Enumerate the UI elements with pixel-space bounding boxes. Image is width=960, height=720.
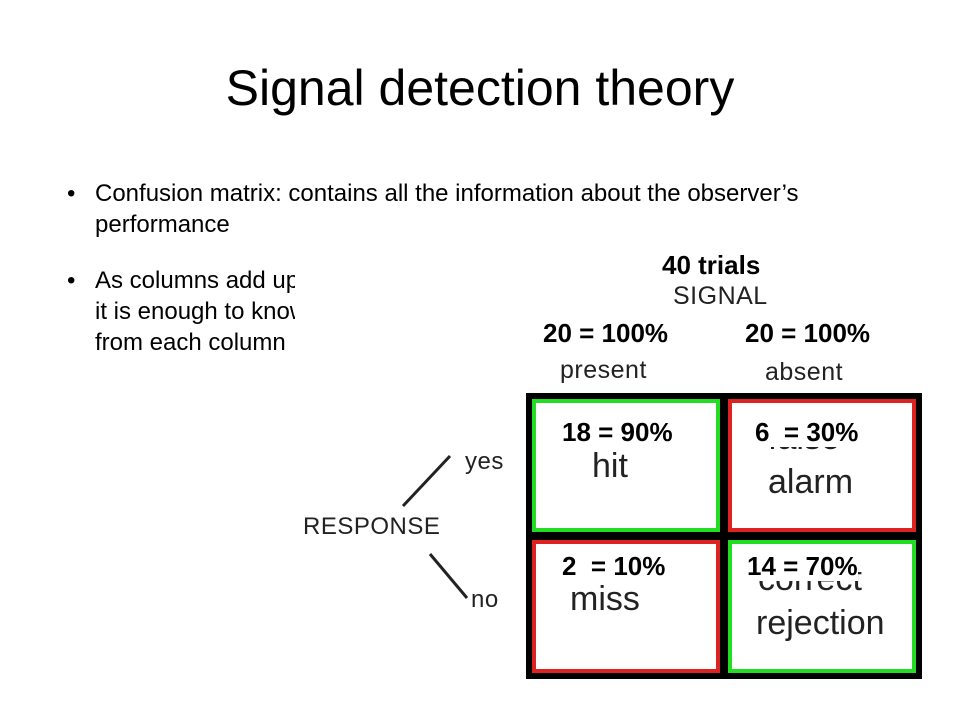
absent-label: absent xyxy=(765,358,844,386)
signal-label: SIGNAL xyxy=(673,282,768,310)
false-alarm-value-label: 6 = 30% xyxy=(755,417,859,447)
yes-label: yes xyxy=(465,448,504,475)
miss-cell-border xyxy=(532,540,720,673)
hit-label: hit xyxy=(592,447,628,485)
hit-value-label: 18 = 90% xyxy=(562,417,673,447)
false-alarm-cell: false alarm xyxy=(722,393,922,538)
absent-total-label: 20 = 100% xyxy=(745,318,871,348)
total-trials-label: 40 trials xyxy=(662,250,761,280)
slide-title: Signal detection theory xyxy=(225,60,735,116)
correct-rejection-value-label: 14 = 70% xyxy=(747,551,858,581)
miss-label: miss xyxy=(570,580,640,618)
bullet-dot: • xyxy=(67,180,76,207)
no-label: no xyxy=(471,586,499,613)
response-label: RESPONSE xyxy=(303,513,441,540)
hit-cell-border xyxy=(532,399,720,532)
correct-rejection-label: rejection xyxy=(756,604,885,642)
present-label: present xyxy=(560,356,647,384)
false-alarm-cell-border xyxy=(728,399,916,532)
false-alarm-label: alarm xyxy=(768,463,854,501)
bullet-item-confusion-matrix: • Confusion matrix: contains all the inf… xyxy=(67,178,895,240)
response-branch-lines xyxy=(401,454,469,599)
bullet-dot: • xyxy=(67,267,76,294)
correct-rejection-cell-border xyxy=(728,540,916,673)
miss-value-label: 2 = 10% xyxy=(562,551,666,581)
hit-cell: hit xyxy=(526,393,726,538)
present-total-label: 20 = 100% xyxy=(543,318,669,348)
bullet-text: Confusion matrix: contains all the infor… xyxy=(95,180,799,238)
